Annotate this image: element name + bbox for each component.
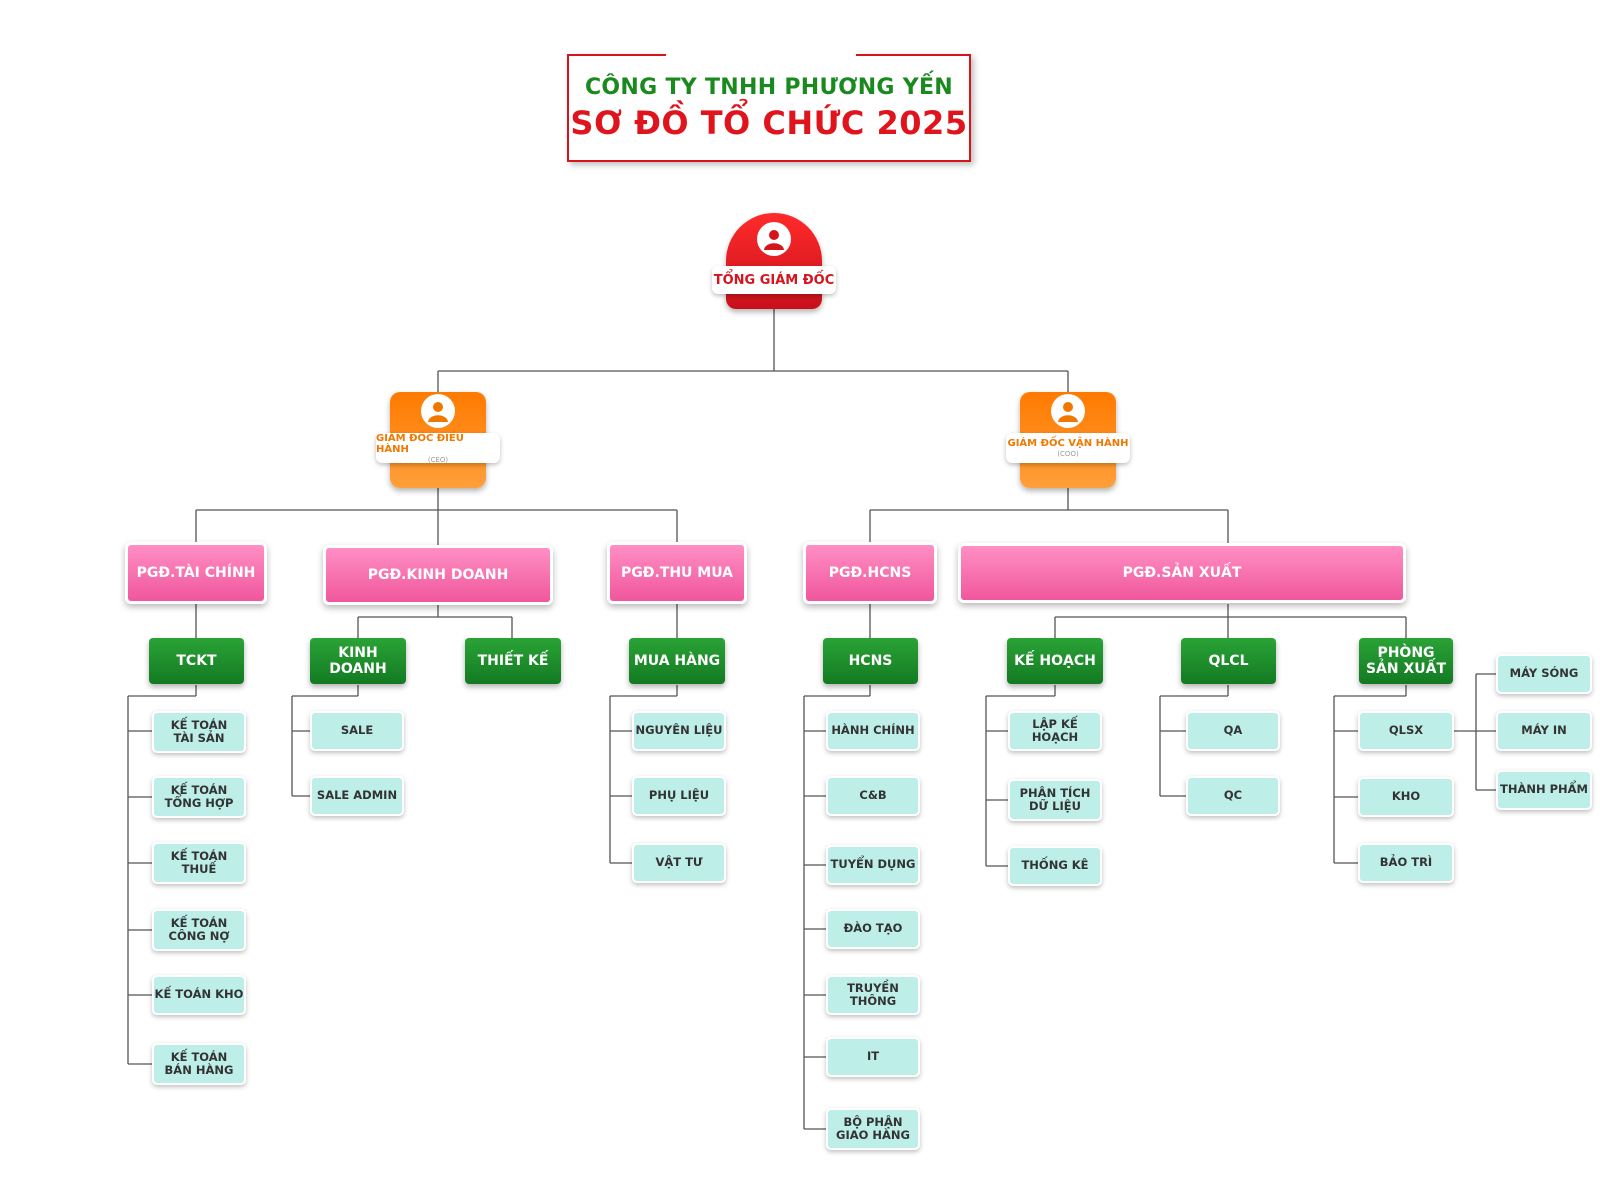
- ceo-exec-sub: (CEO): [427, 455, 449, 464]
- unit-bao-tri: BẢO TRÌ: [1358, 843, 1454, 883]
- unit-tuyen-dung: TUYỂN DỤNG: [826, 845, 920, 885]
- coo-title: GIÁM ĐỐC VẬN HÀNH: [1007, 438, 1129, 449]
- vp-purchasing: PGĐ.THU MUA: [607, 542, 747, 604]
- vp-sales: PGĐ.KINH DOANH: [323, 545, 553, 605]
- unit-line: KẾ TOÁN: [170, 1049, 228, 1064]
- person-icon: [1051, 394, 1085, 428]
- person-icon: [421, 394, 455, 428]
- coo-label: GIÁM ĐỐC VẬN HÀNH (COO): [1006, 433, 1130, 463]
- unit-qlsx: QLSX: [1358, 711, 1454, 751]
- vp-production: PGĐ.SẢN XUẤT: [958, 543, 1406, 603]
- chart-title: SƠ ĐỒ TỔ CHỨC 2025: [570, 103, 968, 142]
- unit-nguyen-lieu: NGUYÊN LIỆU: [632, 711, 726, 751]
- unit-thong-ke: THỐNG KÊ: [1008, 846, 1102, 886]
- unit-line: KẾ TOÁN: [170, 915, 228, 930]
- unit-line: GIAO HÀNG: [836, 1128, 910, 1142]
- unit-may-in: MÁY IN: [1496, 711, 1592, 751]
- unit-line: TÀI SẢN: [173, 731, 225, 745]
- unit-vat-tu: VẬT TƯ: [632, 843, 726, 883]
- title-frame: CÔNG TY TNHH PHƯƠNG YẾN SƠ ĐỒ TỔ CHỨC 20…: [567, 54, 971, 162]
- vp-finance: PGĐ.TÀI CHÍNH: [125, 542, 267, 604]
- unit-line: TỔNG HỢP: [164, 796, 234, 810]
- ceo-exec-label: GIÁM ĐỐC ĐIỀU HÀNH (CEO): [376, 432, 500, 464]
- unit-qa: QA: [1186, 711, 1280, 751]
- ceo-exec-title: GIÁM ĐỐC ĐIỀU HÀNH: [376, 432, 464, 455]
- unit-hanh-chinh: HÀNH CHÍNH: [826, 711, 920, 751]
- dept-kinh-doanh: KINH DOANH: [310, 638, 406, 684]
- unit-line: KẾ TOÁN: [170, 848, 228, 863]
- unit-ke-toan-kho: KẾ TOÁN KHO: [152, 975, 246, 1015]
- coo-sub: (COO): [1057, 450, 1079, 458]
- unit-cb: C&B: [826, 776, 920, 816]
- unit-line: BỘ PHẬN: [843, 1114, 903, 1129]
- dept-hcns: HCNS: [823, 638, 918, 684]
- unit-sale: SALE: [310, 711, 404, 751]
- company-name: CÔNG TY TNHH PHƯƠNG YẾN: [584, 74, 953, 100]
- dept-ke-hoach: KẾ HOẠCH: [1007, 638, 1103, 684]
- unit-truyen-thong: TRUYỀN THÔNG: [826, 975, 920, 1015]
- unit-line: KẾ TOÁN: [170, 782, 228, 797]
- unit-line: THUẾ: [181, 862, 217, 876]
- unit-line: DỮ LIỆU: [1029, 799, 1081, 813]
- dept-phong-san-xuat-line1: PHÒNG: [1377, 644, 1435, 661]
- dept-mua-hang: MUA HÀNG: [629, 638, 725, 684]
- unit-line: PHÂN TÍCH: [1019, 785, 1091, 800]
- dept-thiet-ke: THIẾT KẾ: [465, 638, 561, 684]
- vp-hr: PGĐ.HCNS: [803, 542, 937, 604]
- title-frame-gap: [666, 50, 856, 58]
- dept-phong-san-xuat: PHÒNG SẢN XUẤT: [1359, 638, 1453, 684]
- unit-qc: QC: [1186, 776, 1280, 816]
- person-icon: [757, 222, 791, 256]
- unit-it: IT: [826, 1037, 920, 1077]
- unit-thanh-pham: THÀNH PHẨM: [1496, 770, 1592, 810]
- unit-lap-ke-hoach: LẬP KẾ HOẠCH: [1008, 711, 1102, 751]
- unit-line: CÔNG NỢ: [168, 929, 230, 943]
- unit-line: BÁN HÀNG: [164, 1063, 234, 1077]
- unit-line: KẾ TOÁN: [170, 717, 228, 732]
- dept-qlcl: QLCL: [1181, 638, 1276, 684]
- ceo-label: TỔNG GIÁM ĐỐC: [712, 266, 836, 294]
- unit-phu-lieu: PHỤ LIỆU: [632, 776, 726, 816]
- unit-kho: KHO: [1358, 777, 1454, 817]
- unit-may-song: MÁY SÓNG: [1496, 654, 1592, 694]
- dept-tckt: TCKT: [149, 638, 244, 684]
- unit-sale-admin: SALE ADMIN: [310, 776, 404, 816]
- unit-dao-tao: ĐÀO TẠO: [826, 909, 920, 949]
- dept-phong-san-xuat-line2: SẢN XUẤT: [1365, 661, 1447, 677]
